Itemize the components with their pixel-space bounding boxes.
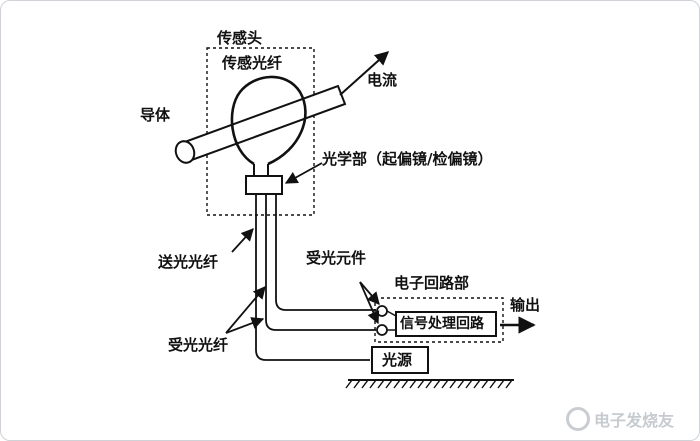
current-label: 电流	[367, 71, 398, 89]
signal-processing-box	[395, 311, 497, 337]
sensor-head-box	[206, 47, 315, 216]
watermark-logo-icon	[565, 407, 590, 431]
optical-part-arrow	[284, 162, 323, 184]
fiber-bundle	[255, 194, 376, 361]
signal-processing-label: 信号处理回路	[400, 316, 484, 332]
electronic-circuit-label: 电子回路部	[394, 274, 470, 292]
receiving-element-label: 受光元件	[306, 249, 367, 267]
sensing-fiber-loop	[230, 75, 307, 176]
watermark-text: 电子发烧友	[593, 411, 674, 430]
electronic-circuit-box	[374, 297, 504, 343]
optical-part-box	[245, 175, 283, 195]
sensing-fiber-label: 传感光纤	[222, 54, 283, 72]
receiving-element-1	[376, 305, 388, 317]
watermark: 电子发烧友	[565, 407, 674, 431]
conductor-rod	[174, 84, 347, 164]
send-fiber-label: 送光光纤	[158, 253, 219, 271]
light-source-label: 光源	[382, 351, 413, 369]
sensor-head-label: 传感头	[217, 29, 263, 47]
output-label: 输出	[510, 296, 541, 314]
optical-part-label: 光学部（起偏镜/检偏镜）	[322, 150, 493, 168]
current-arrow	[339, 51, 390, 96]
receive-fiber-label: 受光光纤	[168, 336, 229, 354]
receiving-element-2	[376, 324, 388, 336]
pointer-arrows	[225, 228, 380, 334]
light-source-box	[371, 346, 429, 374]
conductor-label: 导体	[140, 106, 171, 124]
ground	[345, 379, 514, 389]
